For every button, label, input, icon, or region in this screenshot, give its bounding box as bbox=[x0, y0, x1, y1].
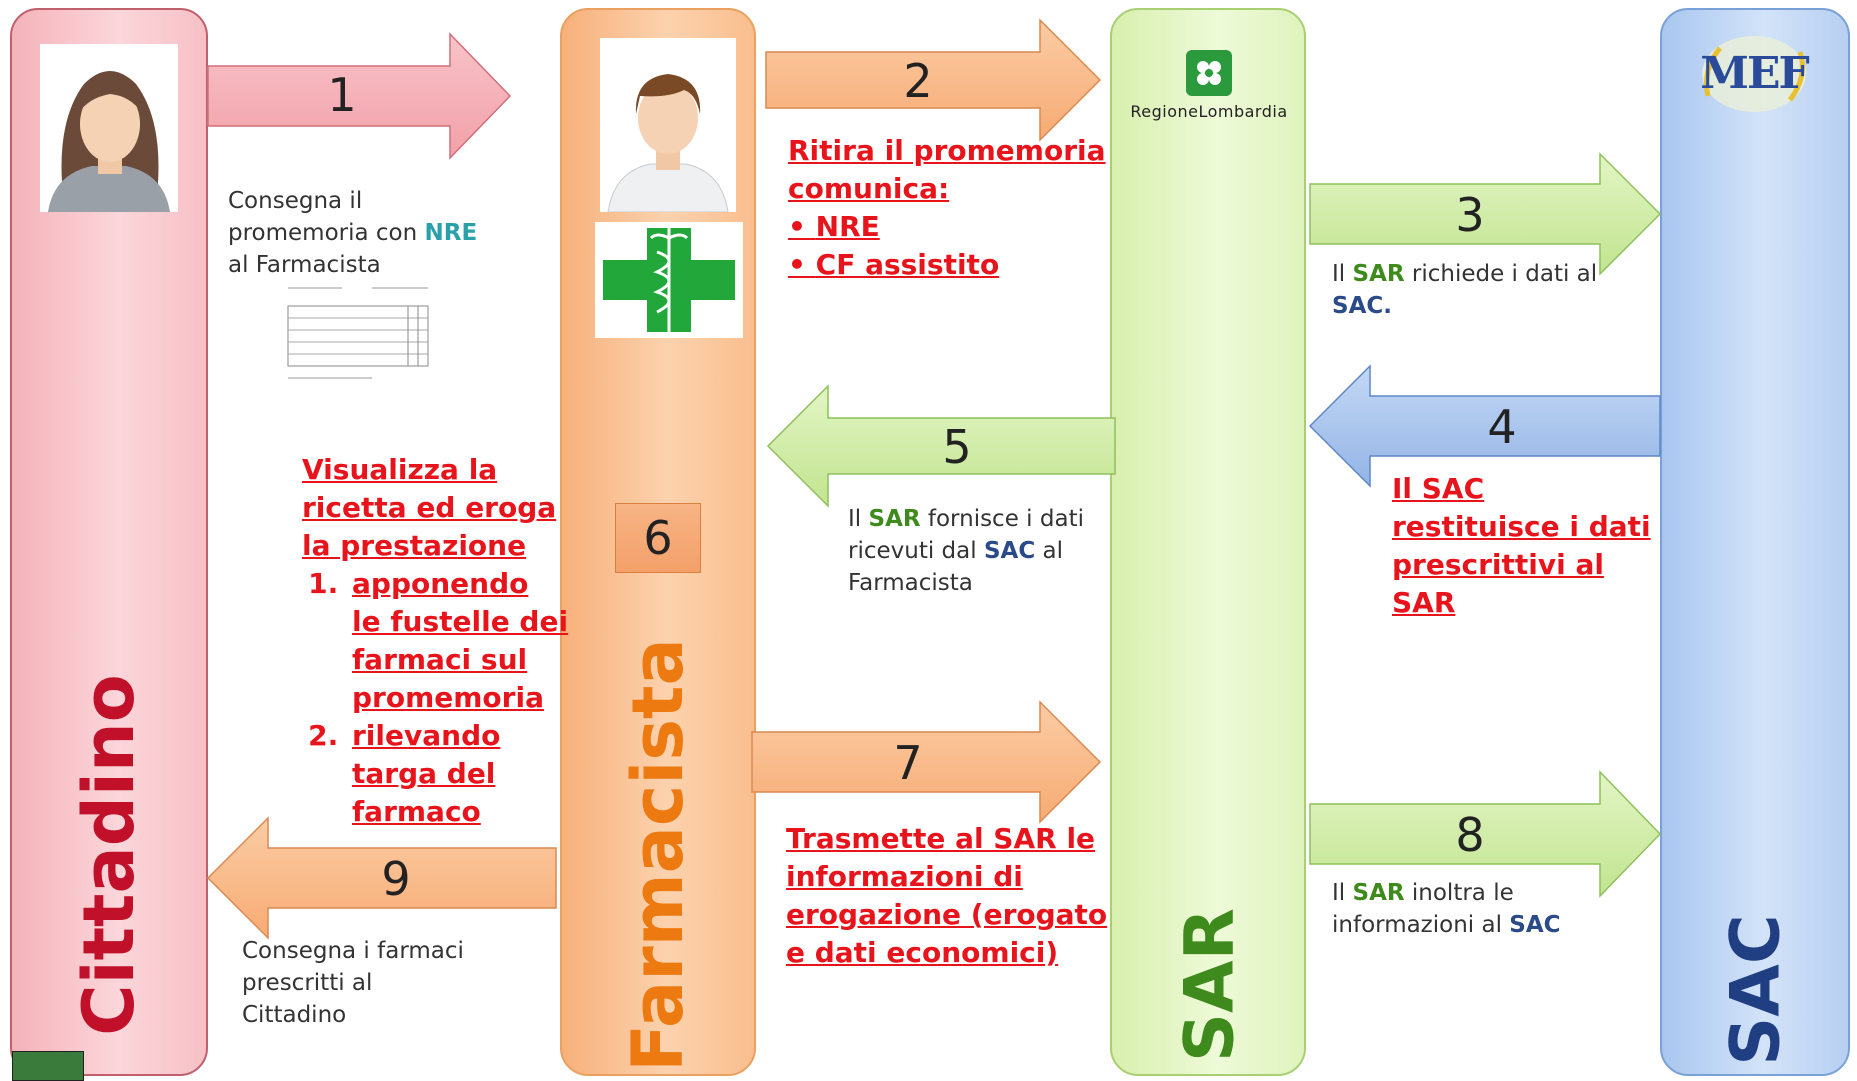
step-6-substep-1-line-1: apponendo bbox=[352, 567, 529, 600]
arrow-5 bbox=[766, 384, 1116, 508]
step-9-line-2: prescritti al bbox=[242, 970, 373, 996]
step-3-mid: richiede i dati al bbox=[1411, 261, 1598, 287]
step-3-sac: SAC. bbox=[1332, 293, 1392, 319]
step-number-1: 1 bbox=[327, 68, 357, 122]
step-4-line-3: prescrittivi al bbox=[1392, 548, 1604, 581]
pharmacy-cross-icon bbox=[595, 222, 743, 338]
step-9-line-1: Consegna i farmaci bbox=[242, 938, 464, 964]
step-7-text: Trasmette al SAR le informazioni di erog… bbox=[786, 820, 1107, 972]
step-3-pre: Il bbox=[1332, 261, 1346, 287]
step-6-substep-2-line-3: farmaco bbox=[352, 795, 481, 828]
step-1-line-1: Consegna il bbox=[228, 188, 363, 214]
step-6-substep-2-line-2: targa del bbox=[352, 757, 496, 790]
step-2-item-nre: NRE bbox=[788, 208, 1106, 246]
arrow-3 bbox=[1309, 152, 1662, 276]
step-5-al: al bbox=[1042, 538, 1063, 564]
step-3-sar: SAR bbox=[1352, 261, 1405, 287]
step-2-text: Ritira il promemoria comunica: NRE CF as… bbox=[788, 132, 1106, 284]
step-number-9: 9 bbox=[381, 852, 411, 906]
step-number-2: 2 bbox=[903, 54, 933, 108]
mef-logo: MEF bbox=[1694, 30, 1814, 120]
step-7-line-1: Trasmette al SAR le bbox=[786, 822, 1096, 855]
corner-thumbnail-image bbox=[12, 1051, 84, 1081]
step-9-text: Consegna i farmaci prescritti al Cittadi… bbox=[242, 935, 464, 1031]
mef-logo-text: MEF bbox=[1700, 48, 1809, 99]
step-5-line-3: Farmacista bbox=[848, 570, 973, 596]
step-5-line-1: fornisce i dati bbox=[927, 506, 1084, 532]
step-1-line-3: al Farmacista bbox=[228, 252, 381, 278]
step-number-7: 7 bbox=[893, 736, 923, 790]
lane-sac bbox=[1660, 8, 1850, 1076]
regione-lombardia-logo: RegioneLombardia bbox=[1113, 50, 1305, 121]
step-4-line-2: restituisce i dati bbox=[1392, 510, 1651, 543]
step-number-8: 8 bbox=[1455, 808, 1485, 862]
step-8-sar: SAR bbox=[1352, 880, 1405, 906]
prescription-form-image bbox=[282, 278, 434, 388]
step-number-4: 4 bbox=[1487, 400, 1517, 454]
step-4-text: Il SAC restituisce i dati prescrittivi a… bbox=[1392, 470, 1651, 622]
step-1-text: Consegna il promemoria con NRE al Farmac… bbox=[228, 185, 477, 281]
step-5-text: Il SAR fornisce i dati ricevuti dal SAC … bbox=[848, 503, 1084, 599]
arrow-1 bbox=[207, 32, 512, 160]
step-2-line-1: Ritira il promemoria bbox=[788, 134, 1106, 167]
citizen-avatar bbox=[40, 44, 178, 212]
step-6-line-1: Visualizza la bbox=[302, 453, 498, 486]
step-6-substep-1: apponendo le fustelle dei farmaci sul pr… bbox=[348, 565, 568, 717]
pharmacist-avatar bbox=[600, 38, 736, 212]
step-3-text: Il SAR richiede i dati al SAC. bbox=[1332, 258, 1652, 322]
step-8-line-2: informazioni al bbox=[1332, 912, 1502, 938]
step-number-5: 5 bbox=[942, 420, 972, 474]
arrow-8 bbox=[1309, 770, 1662, 898]
step-9-line-3: Cittadino bbox=[242, 1002, 347, 1028]
step-1-nre: NRE bbox=[424, 220, 478, 246]
step-number-6: 6 bbox=[643, 511, 673, 565]
arrow-7 bbox=[751, 700, 1102, 824]
step-2-item-cf: CF assistito bbox=[788, 246, 1106, 284]
regione-lombardia-text: RegioneLombardia bbox=[1130, 102, 1288, 121]
step-4-line-4: SAR bbox=[1392, 586, 1456, 619]
step-6-text: Visualizza la ricetta ed eroga la presta… bbox=[302, 451, 568, 831]
step-6-line-3: la prestazione bbox=[302, 529, 527, 562]
step-6-line-2: ricetta ed eroga bbox=[302, 491, 557, 524]
step-8-pre: Il bbox=[1332, 880, 1346, 906]
step-4-line-1: Il SAC bbox=[1392, 472, 1485, 505]
step-7-line-2: informazioni di bbox=[786, 860, 1023, 893]
step-5-line-2: ricevuti dal bbox=[848, 538, 977, 564]
step-2-line-2: comunica: bbox=[788, 172, 950, 205]
step-number-3: 3 bbox=[1455, 188, 1485, 242]
regione-lombardia-mark-icon bbox=[1186, 50, 1232, 96]
arrow-9 bbox=[206, 816, 557, 940]
step-1-line-2: promemoria con bbox=[228, 220, 418, 246]
lane-sar bbox=[1110, 8, 1306, 1076]
step-5-sac: SAC bbox=[983, 538, 1036, 564]
step-7-line-3: erogazione (erogato bbox=[786, 898, 1108, 931]
step-5-sar: SAR bbox=[868, 506, 921, 532]
step-6-substep-1-line-2: le fustelle dei bbox=[352, 605, 569, 638]
step-7-line-4: e dati economici) bbox=[786, 936, 1059, 969]
step-5-pre: Il bbox=[848, 506, 862, 532]
arrow-4 bbox=[1308, 364, 1661, 488]
step-8-sac: SAC bbox=[1509, 912, 1561, 938]
step-6-substep-2-line-1: rilevando bbox=[352, 719, 501, 752]
step-6-substep-1-line-3: farmaci sul bbox=[352, 643, 528, 676]
step-6-substep-2: rilevando targa del farmaco bbox=[348, 717, 568, 831]
step-8-text: Il SAR inoltra le informazioni al SAC bbox=[1332, 877, 1561, 941]
step-8-line-1: inoltra le bbox=[1411, 880, 1514, 906]
step-6-substep-1-line-4: promemoria bbox=[352, 681, 544, 714]
step-box-6: 6 bbox=[615, 503, 701, 573]
arrow-2 bbox=[765, 18, 1102, 142]
